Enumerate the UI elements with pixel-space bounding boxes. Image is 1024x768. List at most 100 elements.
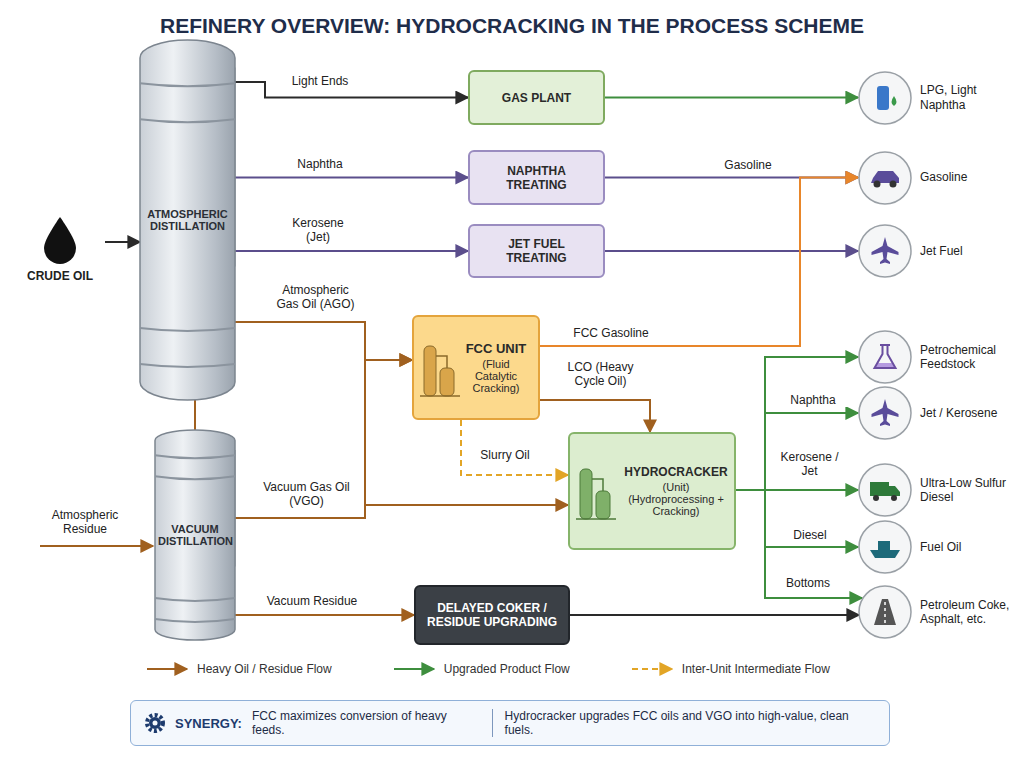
flow-connector: [540, 400, 650, 432]
vessel-icon: [596, 491, 610, 519]
flow-label: Naphtha: [285, 157, 355, 171]
gear-teeth: [147, 715, 163, 731]
icon-circle: [859, 72, 911, 124]
unit-label: (Fluid Catalytic Cracking): [462, 358, 530, 394]
legend-item: Inter-Unit Intermediate Flow: [630, 662, 830, 676]
column-band: [140, 83, 235, 86]
flow-connector: [194, 400, 196, 430]
diagram-title: REFINERY OVERVIEW: HYDROCRACKING IN THE …: [0, 14, 1024, 38]
column-band: [155, 598, 235, 601]
icon-circle: [859, 586, 911, 638]
flow-label: FCC Gasoline: [566, 326, 656, 340]
icon-glyph: [874, 180, 881, 187]
product-icon: [858, 71, 912, 125]
icon-circle: [859, 331, 911, 383]
product-label: Ultra-Low Sulfur Diesel: [920, 476, 1018, 505]
column-band: [155, 455, 235, 458]
product-icon: [858, 463, 912, 517]
flow-label: Naphtha: [778, 393, 848, 407]
unit-label: FCC UNIT: [462, 341, 530, 356]
product-icon: [858, 585, 912, 639]
oil-drop-icon: [40, 215, 80, 265]
icon-glyph: [872, 237, 899, 264]
process-box: JET FUEL TREATING: [468, 224, 605, 278]
flow-connector: [235, 250, 468, 252]
icon-glyph: [877, 86, 889, 110]
legend-sample: [145, 663, 191, 675]
flow-label: Slurry Oil: [470, 448, 540, 462]
product-circle: Ultra-Low Sulfur Diesel: [858, 463, 1018, 517]
icon-glyph: [884, 602, 886, 623]
process-unit: FCC UNIT (Fluid Catalytic Cracking): [412, 315, 540, 420]
product-label: Gasoline: [920, 170, 1018, 184]
icon-glyph: [892, 96, 897, 106]
icon-glyph: [891, 495, 897, 501]
flow-label: Light Ends: [285, 74, 355, 88]
gear-icon: [143, 711, 167, 735]
vessel-icon: [440, 368, 454, 396]
flow-connector: [736, 490, 858, 547]
legend-line: [394, 668, 434, 670]
icon-glyph: [870, 482, 889, 496]
product-icon: [858, 386, 912, 440]
flow-label: Bottoms: [778, 576, 838, 590]
box-label: DELAYED COKER / RESIDUE UPGRADING: [424, 601, 560, 629]
product-circle: Fuel Oil: [858, 520, 1018, 574]
icon-circle: [859, 464, 911, 516]
legend-sample: [392, 663, 438, 675]
icon-circle: [859, 152, 911, 204]
unit-icon: [576, 463, 616, 523]
column-label: VACUUM DISTILLATION: [158, 523, 232, 547]
flow-label: Kerosene (Jet): [282, 216, 354, 245]
unit-label: HYDROCRACKER: [624, 465, 728, 479]
note-text: FCC maximizes conversion of heavy feeds.: [252, 709, 482, 737]
flow-connector: [736, 490, 862, 598]
product-icon: [858, 330, 912, 384]
icon-circle: [859, 387, 911, 439]
icon-glyph: [875, 345, 896, 368]
product-icon: [858, 224, 912, 278]
legend-item: Upgraded Product Flow: [392, 662, 570, 676]
flow-label: Atmospheric Gas Oil (AGO): [268, 283, 363, 312]
product-icon: [858, 151, 912, 205]
tower-icon: [580, 469, 592, 519]
icon-circle: [859, 225, 911, 277]
unit-label: (Unit) (Hydroprocessing + Cracking): [624, 481, 728, 517]
flow-connector: [605, 97, 858, 99]
column-band: [155, 619, 235, 622]
flow-label: Vacuum Gas Oil (VGO): [258, 480, 355, 509]
stream-label: Atmospheric Residue: [35, 508, 135, 537]
box-label: JET FUEL TREATING: [478, 237, 595, 265]
legend-sample: [630, 663, 676, 675]
piping-icon: [576, 479, 616, 519]
source-label: CRUDE OIL: [15, 269, 105, 283]
column-shell: [140, 40, 235, 400]
distillation-column: VACUUM DISTILLATION: [155, 430, 235, 640]
gear-hole: [153, 721, 158, 726]
product-circle: Petrochemical Feedstock: [858, 330, 1018, 384]
product-label: Jet / Kerosene: [920, 406, 1018, 420]
column-band: [140, 364, 235, 367]
product-circle: Jet Fuel: [858, 224, 1018, 278]
residue-feed-arrow: [40, 545, 153, 547]
flow-connector: [235, 322, 412, 360]
note-box: SYNERGY:FCC maximizes conversion of heav…: [130, 700, 890, 746]
flow-connector: [235, 177, 468, 179]
product-circle: LPG, Light Naphtha: [858, 71, 1018, 125]
product-circle: Jet / Kerosene: [858, 386, 1018, 440]
legend-item: Heavy Oil / Residue Flow: [145, 662, 332, 676]
unit-icon: [420, 340, 460, 400]
legend-line: [147, 668, 187, 670]
product-icon: [858, 520, 912, 574]
product-label: Petroleum Coke, Asphalt, etc.: [920, 598, 1018, 627]
box-label: GAS PLANT: [502, 91, 571, 105]
flow-label: Vacuum Residue: [262, 594, 362, 608]
column-label: ATMOSPHERIC DISTILLATION: [143, 208, 232, 232]
legend: Heavy Oil / Residue Flow Upgraded Product…: [145, 662, 830, 676]
gear-body: [149, 717, 161, 729]
flow-connector: [105, 241, 140, 243]
flow-connector: [461, 420, 568, 475]
process-box: DELAYED COKER / RESIDUE UPGRADING: [414, 585, 570, 645]
icon-circle: [859, 521, 911, 573]
product-circle: Petroleum Coke, Asphalt, etc.: [858, 585, 1018, 639]
